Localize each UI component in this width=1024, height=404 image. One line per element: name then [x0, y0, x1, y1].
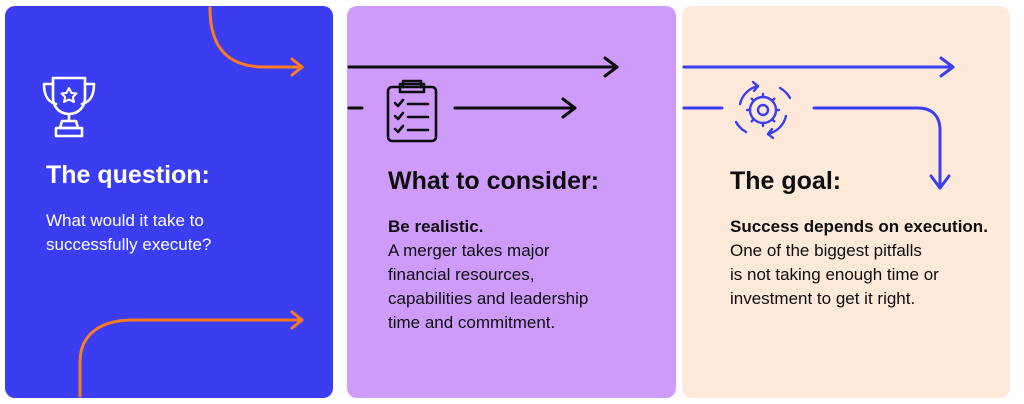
panel-goal-heading: The goal: [730, 167, 842, 195]
panel-question: The question: What would it take to succ… [5, 6, 333, 398]
panel-goal-lead: Success depends on execution. [730, 217, 988, 236]
panel-consider-body: Be realistic. A merger takes major finan… [388, 215, 588, 335]
panel-question-heading: The question: [46, 161, 210, 189]
panel-goal: The goal: Success depends on execution. … [682, 6, 1010, 398]
panel-consider-line: A merger takes major [388, 241, 550, 260]
panel-consider-line: financial resources, [388, 265, 535, 284]
panel-goal-line: investment to get it right. [730, 289, 916, 308]
panel-goal-body: Success depends on execution. One of the… [730, 215, 988, 311]
panel-consider-heading: What to consider: [388, 167, 600, 195]
panel-consider-lead: Be realistic. [388, 217, 484, 236]
panel-consider-line: time and commitment. [388, 313, 556, 332]
panel-consider-line: capabilities and leadership [388, 289, 589, 308]
panel-consider: What to consider: Be realistic. A merger… [347, 6, 676, 398]
panel-goal-line: is not taking enough time or [730, 265, 939, 284]
panel-question-line: What would it take to [46, 211, 204, 230]
panel-goal-line: One of the biggest pitfalls [730, 241, 922, 260]
panel-question-body: What would it take to successfully execu… [46, 209, 211, 257]
panel-question-line: successfully execute? [46, 235, 212, 254]
